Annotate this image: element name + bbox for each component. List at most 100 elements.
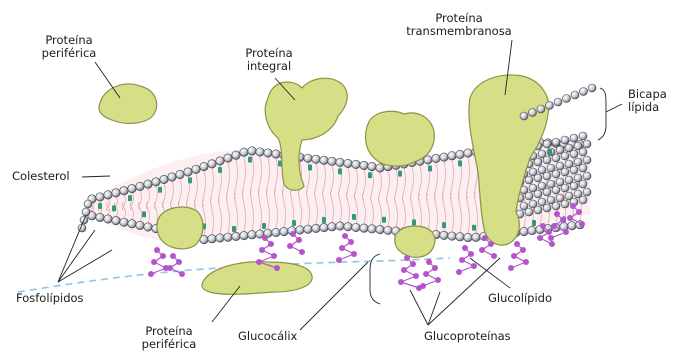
cholesterol-mark	[428, 166, 432, 172]
lipid-head	[376, 225, 384, 233]
lipid-head	[534, 158, 542, 166]
lipid-head	[525, 208, 533, 216]
sugar-unit	[563, 229, 569, 235]
sugar-unit	[401, 267, 407, 273]
lipid-head	[448, 232, 456, 240]
leader-glycoproteins-1	[410, 290, 428, 325]
lipid-head	[456, 233, 464, 241]
leader-cholesterol	[82, 176, 110, 177]
label-glycocalyx: Glucocálix	[238, 330, 297, 343]
lipid-head	[344, 159, 352, 167]
sugar-unit	[537, 235, 543, 241]
sugar-unit	[479, 247, 485, 253]
lipid-head	[543, 204, 551, 212]
cholesterol-mark	[158, 187, 162, 193]
lipid-head	[525, 192, 533, 200]
lipid-head	[579, 132, 587, 140]
lipid-head	[336, 158, 344, 166]
sugar-unit	[296, 237, 302, 243]
cholesterol-mark	[218, 167, 222, 173]
sugar-unit	[179, 271, 185, 277]
lipid-head	[152, 178, 160, 186]
sugar-chain	[420, 259, 441, 289]
sugar-chain	[167, 253, 185, 277]
lipid-head	[120, 187, 128, 195]
lipid-head	[216, 157, 224, 165]
lipid-head	[561, 184, 569, 192]
lipid-head	[579, 180, 587, 188]
cholesterol-mark	[188, 177, 192, 183]
lipid-head	[336, 222, 344, 230]
label-lipid-bilayer: Bicapa lípida	[628, 88, 680, 114]
lipid-head	[184, 168, 192, 176]
cholesterol-mark	[128, 195, 132, 201]
lipid-head	[561, 168, 569, 176]
lipid-head	[472, 233, 480, 241]
peripheral-protein-inner-left	[157, 207, 203, 249]
cholesterol-mark	[472, 225, 476, 231]
sugar-unit	[413, 273, 419, 279]
label-glycoproteins: Glucoproteínas	[424, 330, 511, 343]
label-transmembrane-protein: Proteína transmembranosa	[394, 12, 524, 38]
lipid-head	[568, 222, 576, 230]
lipid-head	[561, 152, 569, 160]
sugar-unit	[160, 253, 166, 259]
sugar-unit	[546, 229, 552, 235]
lipid-head	[328, 223, 336, 231]
lipid-head	[224, 154, 232, 162]
lipid-head	[328, 157, 336, 165]
peripheral-protein-top	[99, 84, 157, 123]
sugar-unit	[167, 265, 173, 271]
sugar-unit	[471, 263, 477, 269]
cholesterol-mark	[442, 222, 446, 228]
lipid-head	[376, 164, 384, 172]
lipid-head	[563, 95, 571, 103]
lipid-head	[120, 218, 128, 226]
lipid-head	[579, 164, 587, 172]
sugar-chain	[456, 245, 477, 275]
lipid-head	[571, 91, 579, 99]
peripheral-protein-bottom	[202, 262, 312, 295]
cholesterol-mark	[292, 220, 296, 226]
sugar-unit	[540, 223, 546, 229]
lipid-head	[534, 190, 542, 198]
sugar-unit	[482, 235, 488, 241]
sugar-unit	[256, 259, 262, 265]
lipid-head	[440, 153, 448, 161]
cholesterol-mark	[142, 211, 146, 217]
lipid-head	[144, 180, 152, 188]
lipid-head	[84, 200, 92, 208]
lipid-head	[570, 134, 578, 142]
sugar-unit	[148, 271, 154, 277]
label-glycolipid: Glucolípido	[488, 292, 552, 305]
cholesterol-mark	[338, 168, 342, 174]
sugar-unit	[570, 203, 576, 209]
lipid-head	[432, 154, 440, 162]
sugar-unit	[336, 257, 342, 263]
lipid-head	[272, 228, 280, 236]
lipid-head	[168, 173, 176, 181]
sugar-unit	[259, 247, 265, 253]
sugar-unit	[339, 245, 345, 251]
sugar-unit	[462, 245, 468, 251]
lipid-head	[448, 152, 456, 160]
integral-protein-middle	[366, 111, 435, 166]
lipid-head	[82, 208, 90, 216]
lipid-head	[240, 148, 248, 156]
lipid-head	[352, 160, 360, 168]
sugar-unit	[410, 261, 416, 267]
lipid-head	[543, 140, 551, 148]
leader-glycoproteins-2	[428, 292, 440, 325]
lipid-head	[248, 231, 256, 239]
sugar-unit	[426, 259, 432, 265]
bilayer-bracket	[598, 88, 622, 140]
lipid-head	[96, 213, 104, 221]
cholesterol-mark	[248, 157, 252, 163]
lipid-head	[583, 140, 591, 148]
sugar-unit	[491, 253, 497, 259]
sugar-unit	[268, 241, 274, 247]
sugar-unit	[579, 221, 585, 227]
lipid-head	[456, 150, 464, 158]
lipid-head	[360, 224, 368, 232]
label-line: periférica	[134, 338, 204, 351]
